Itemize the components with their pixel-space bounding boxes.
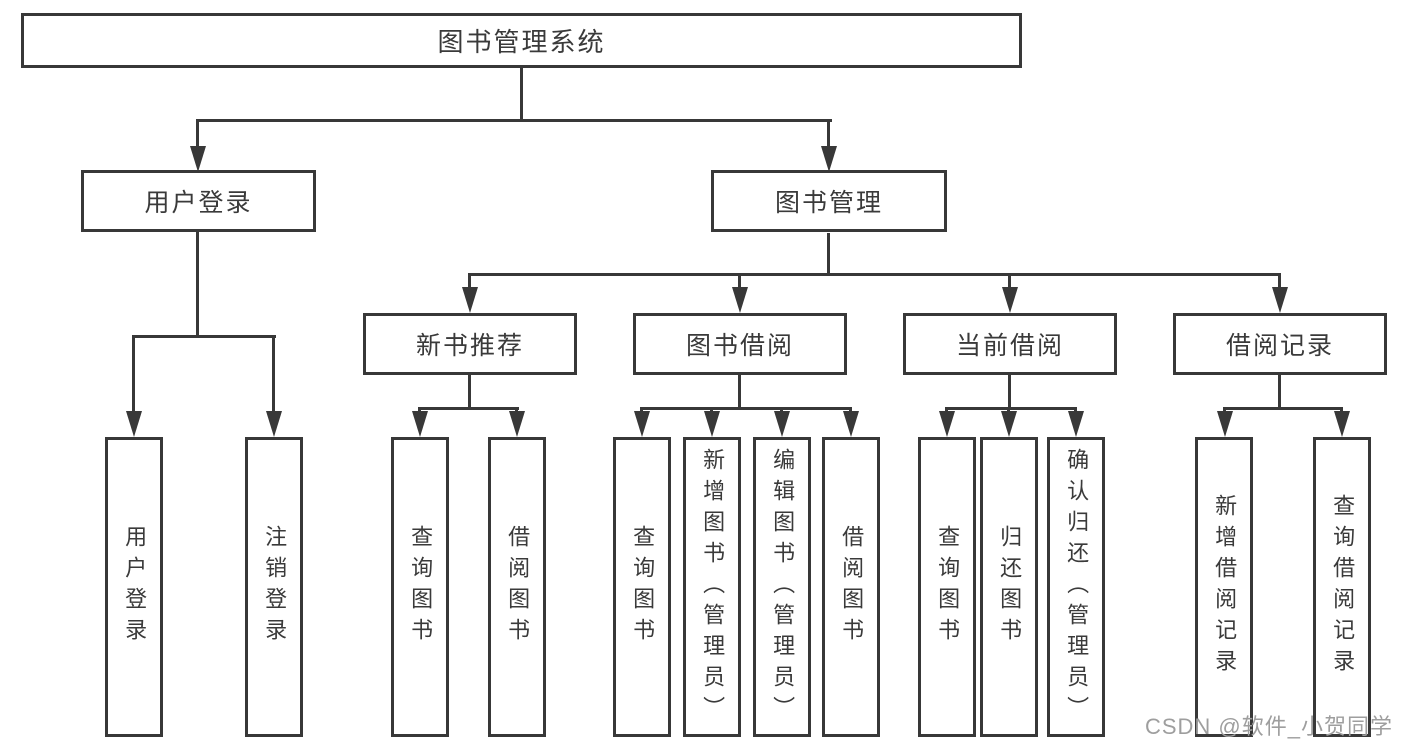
arrowhead (843, 411, 859, 437)
connector (827, 119, 830, 152)
leaf-query-books-current: 查询图书 (918, 437, 976, 737)
arrowhead (704, 411, 720, 437)
connector (132, 335, 135, 415)
node-label: 图书借阅 (685, 332, 794, 360)
node-user-login: 用户登录 (81, 170, 316, 232)
node-label: 图书管理系统 (437, 27, 606, 57)
connector (196, 119, 832, 122)
arrowhead (821, 146, 837, 172)
node-book-borrow: 图书借阅 (633, 313, 847, 375)
leaf-label: 查询借阅记录 (1330, 494, 1356, 680)
arrowhead (266, 411, 282, 437)
leaf-label: 归还图书 (997, 525, 1023, 649)
leaf-label: 查询图书 (935, 525, 961, 649)
node-system-root: 图书管理系统 (21, 13, 1022, 68)
connector (1278, 273, 1281, 291)
leaf-borrow-books-recommend: 借阅图书 (488, 437, 546, 737)
leaf-label: 新增借阅记录 (1212, 494, 1238, 680)
connector (520, 68, 523, 122)
arrowhead (1272, 287, 1288, 313)
node-new-book-recommend: 新书推荐 (363, 313, 577, 375)
leaf-query-borrow-record: 查询借阅记录 (1313, 437, 1371, 737)
leaf-return-books: 归还图书 (980, 437, 1038, 737)
arrowhead (774, 411, 790, 437)
node-borrow-records: 借阅记录 (1173, 313, 1387, 375)
csdn-watermark: CSDN @软件_小贺同学 (1144, 714, 1393, 739)
leaf-label: 查询图书 (408, 525, 434, 649)
node-label: 图书管理 (774, 189, 883, 217)
leaf-query-books-recommend: 查询图书 (391, 437, 449, 737)
connector (196, 232, 199, 338)
connector (468, 375, 471, 410)
arrowhead (1217, 411, 1233, 437)
node-label: 用户登录 (144, 189, 253, 217)
node-label: 新书推荐 (415, 332, 524, 360)
arrowhead (634, 411, 650, 437)
connector (132, 335, 276, 338)
connector (468, 273, 471, 291)
leaf-label: 用户登录 (122, 525, 148, 649)
node-current-borrow: 当前借阅 (903, 313, 1117, 375)
arrowhead (1001, 411, 1017, 437)
leaf-add-borrow-record: 新增借阅记录 (1195, 437, 1253, 737)
node-book-management: 图书管理 (711, 170, 947, 232)
arrowhead (939, 411, 955, 437)
leaf-logout: 注销登录 (245, 437, 303, 737)
connector (827, 233, 830, 276)
connector (1008, 375, 1011, 410)
leaf-edit-books-admin: 编辑图书（管理员） (753, 437, 811, 737)
leaf-label: 确认归还（管理员） (1064, 447, 1090, 727)
leaf-borrow-books: 借阅图书 (822, 437, 880, 737)
connector (468, 273, 1281, 276)
connector (418, 407, 519, 410)
leaf-label: 编辑图书（管理员） (770, 447, 796, 727)
leaf-add-books-admin: 新增图书（管理员） (683, 437, 741, 737)
connector (272, 335, 275, 415)
leaf-label: 查询图书 (630, 525, 656, 649)
connector (640, 407, 852, 410)
connector (945, 407, 1077, 410)
connector (1008, 273, 1011, 291)
node-label: 当前借阅 (955, 332, 1064, 360)
node-label: 借阅记录 (1225, 332, 1334, 360)
arrowhead (412, 411, 428, 437)
leaf-label: 注销登录 (262, 525, 288, 649)
arrowhead (732, 287, 748, 313)
arrowhead (1002, 287, 1018, 313)
arrowhead (126, 411, 142, 437)
connector (1278, 375, 1281, 410)
arrowhead (1068, 411, 1084, 437)
arrowhead (190, 146, 206, 172)
connector (196, 119, 199, 152)
leaf-label: 借阅图书 (839, 525, 865, 649)
connector (1223, 407, 1343, 410)
leaf-confirm-return-admin: 确认归还（管理员） (1047, 437, 1105, 737)
arrowhead (1334, 411, 1350, 437)
arrowhead (462, 287, 478, 313)
leaf-label: 借阅图书 (505, 525, 531, 649)
connector (738, 273, 741, 291)
leaf-label: 新增图书（管理员） (700, 447, 726, 727)
connector (738, 375, 741, 410)
arrowhead (509, 411, 525, 437)
leaf-user-login: 用户登录 (105, 437, 163, 737)
leaf-query-books-borrow: 查询图书 (613, 437, 671, 737)
